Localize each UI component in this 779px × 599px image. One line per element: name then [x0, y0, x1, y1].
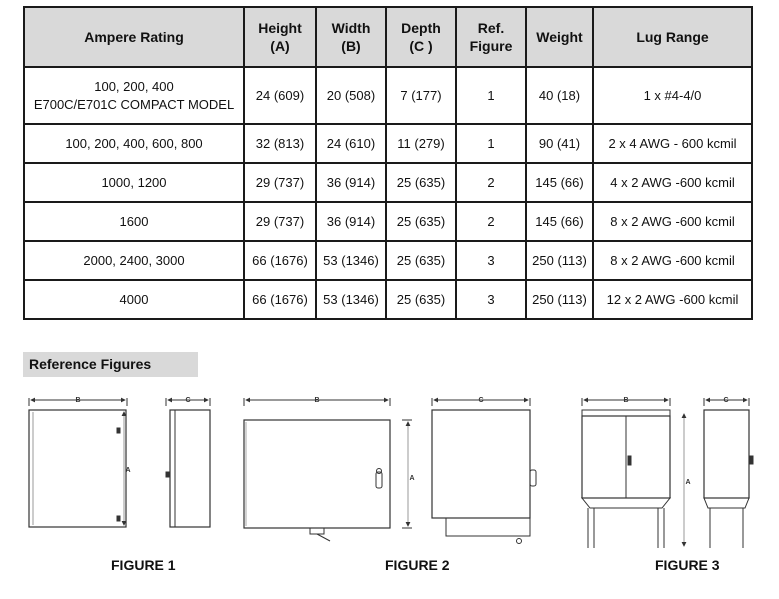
cell-weight: 90 (41)	[525, 123, 594, 164]
cell-depth: 25 (635)	[385, 201, 457, 242]
cell-ref-figure: 3	[455, 240, 527, 281]
cell-weight: 250 (113)	[525, 240, 594, 281]
header-lug-range: Lug Range	[592, 6, 753, 68]
cell-ref-figure: 1	[455, 123, 527, 164]
figure-1-caption: FIGURE 1	[111, 557, 176, 573]
cell-width: 20 (508)	[315, 66, 387, 125]
cell-weight: 40 (18)	[525, 66, 594, 125]
cell-lug-range: 8 x 2 AWG -600 kcmil	[592, 201, 753, 242]
cell-lug-range: 8 x 2 AWG -600 kcmil	[592, 240, 753, 281]
figure-1-drawing	[28, 397, 211, 528]
table-row: 1600 29 (737) 36 (914) 25 (635) 2 145 (6…	[23, 201, 753, 242]
cell-width: 36 (914)	[315, 201, 387, 242]
cell-ref-figure: 1	[455, 66, 527, 125]
cell-ampere-rating: 4000	[23, 279, 245, 320]
cell-width: 53 (1346)	[315, 240, 387, 281]
cell-depth: 25 (635)	[385, 162, 457, 203]
cell-height: 66 (1676)	[243, 279, 317, 320]
cell-ref-figure: 2	[455, 201, 527, 242]
header-depth: Depth(C )	[385, 6, 457, 68]
cell-width: 36 (914)	[315, 162, 387, 203]
table-row: 4000 66 (1676) 53 (1346) 25 (635) 3 250 …	[23, 279, 753, 320]
cell-lug-range: 1 x #4-4/0	[592, 66, 753, 125]
cell-width: 53 (1346)	[315, 279, 387, 320]
cell-ampere-rating: 100, 200, 400, 600, 800	[23, 123, 245, 164]
dim-label-b: B	[623, 397, 628, 404]
dim-label-a: A	[685, 479, 690, 486]
header-ref-figure: Ref.Figure	[455, 6, 527, 68]
cell-depth: 25 (635)	[385, 240, 457, 281]
cell-ampere-rating: 1000, 1200	[23, 162, 245, 203]
cell-height: 32 (813)	[243, 123, 317, 164]
cell-height: 29 (737)	[243, 201, 317, 242]
cell-lug-range: 4 x 2 AWG -600 kcmil	[592, 162, 753, 203]
dim-label-b: B	[314, 397, 319, 404]
table-row: 1000, 1200 29 (737) 36 (914) 25 (635) 2 …	[23, 162, 753, 203]
cell-height: 66 (1676)	[243, 240, 317, 281]
cell-lug-range: 12 x 2 AWG -600 kcmil	[592, 279, 753, 320]
figure-2-drawing	[243, 397, 537, 544]
dim-label-c: C	[478, 397, 483, 404]
dim-label-a: A	[125, 467, 130, 474]
header-ampere-rating: Ampere Rating	[23, 6, 245, 68]
table-row: 2000, 2400, 3000 66 (1676) 53 (1346) 25 …	[23, 240, 753, 281]
dim-label-c: C	[723, 397, 728, 404]
header-height: Height(A)	[243, 6, 317, 68]
reference-figures-heading: Reference Figures	[23, 352, 198, 377]
cell-height: 24 (609)	[243, 66, 317, 125]
reference-figures-drawing: B C A B C A B C A	[28, 397, 754, 548]
cell-weight: 250 (113)	[525, 279, 594, 320]
header-width: Width(B)	[315, 6, 387, 68]
cell-weight: 145 (66)	[525, 162, 594, 203]
cell-lug-range: 2 x 4 AWG - 600 kcmil	[592, 123, 753, 164]
cell-weight: 145 (66)	[525, 201, 594, 242]
table-header-row: Ampere Rating Height(A) Width(B) Depth(C…	[23, 6, 753, 68]
dim-label-b: B	[75, 397, 80, 404]
figure-3-drawing	[580, 397, 754, 548]
spec-table: Ampere Rating Height(A) Width(B) Depth(C…	[23, 6, 753, 320]
cell-depth: 25 (635)	[385, 279, 457, 320]
cell-height: 29 (737)	[243, 162, 317, 203]
cell-ref-figure: 2	[455, 162, 527, 203]
cell-depth: 7 (177)	[385, 66, 457, 125]
dim-label-c: C	[185, 397, 190, 404]
cell-ref-figure: 3	[455, 279, 527, 320]
table-row: 100, 200, 400, 600, 800 32 (813) 24 (610…	[23, 123, 753, 164]
cell-ampere-rating: 1600	[23, 201, 245, 242]
dim-label-a: A	[409, 475, 414, 482]
cell-depth: 11 (279)	[385, 123, 457, 164]
figure-3-caption: FIGURE 3	[655, 557, 720, 573]
header-weight: Weight	[525, 6, 594, 68]
cell-ampere-rating: 2000, 2400, 3000	[23, 240, 245, 281]
figure-2-caption: FIGURE 2	[385, 557, 450, 573]
cell-width: 24 (610)	[315, 123, 387, 164]
